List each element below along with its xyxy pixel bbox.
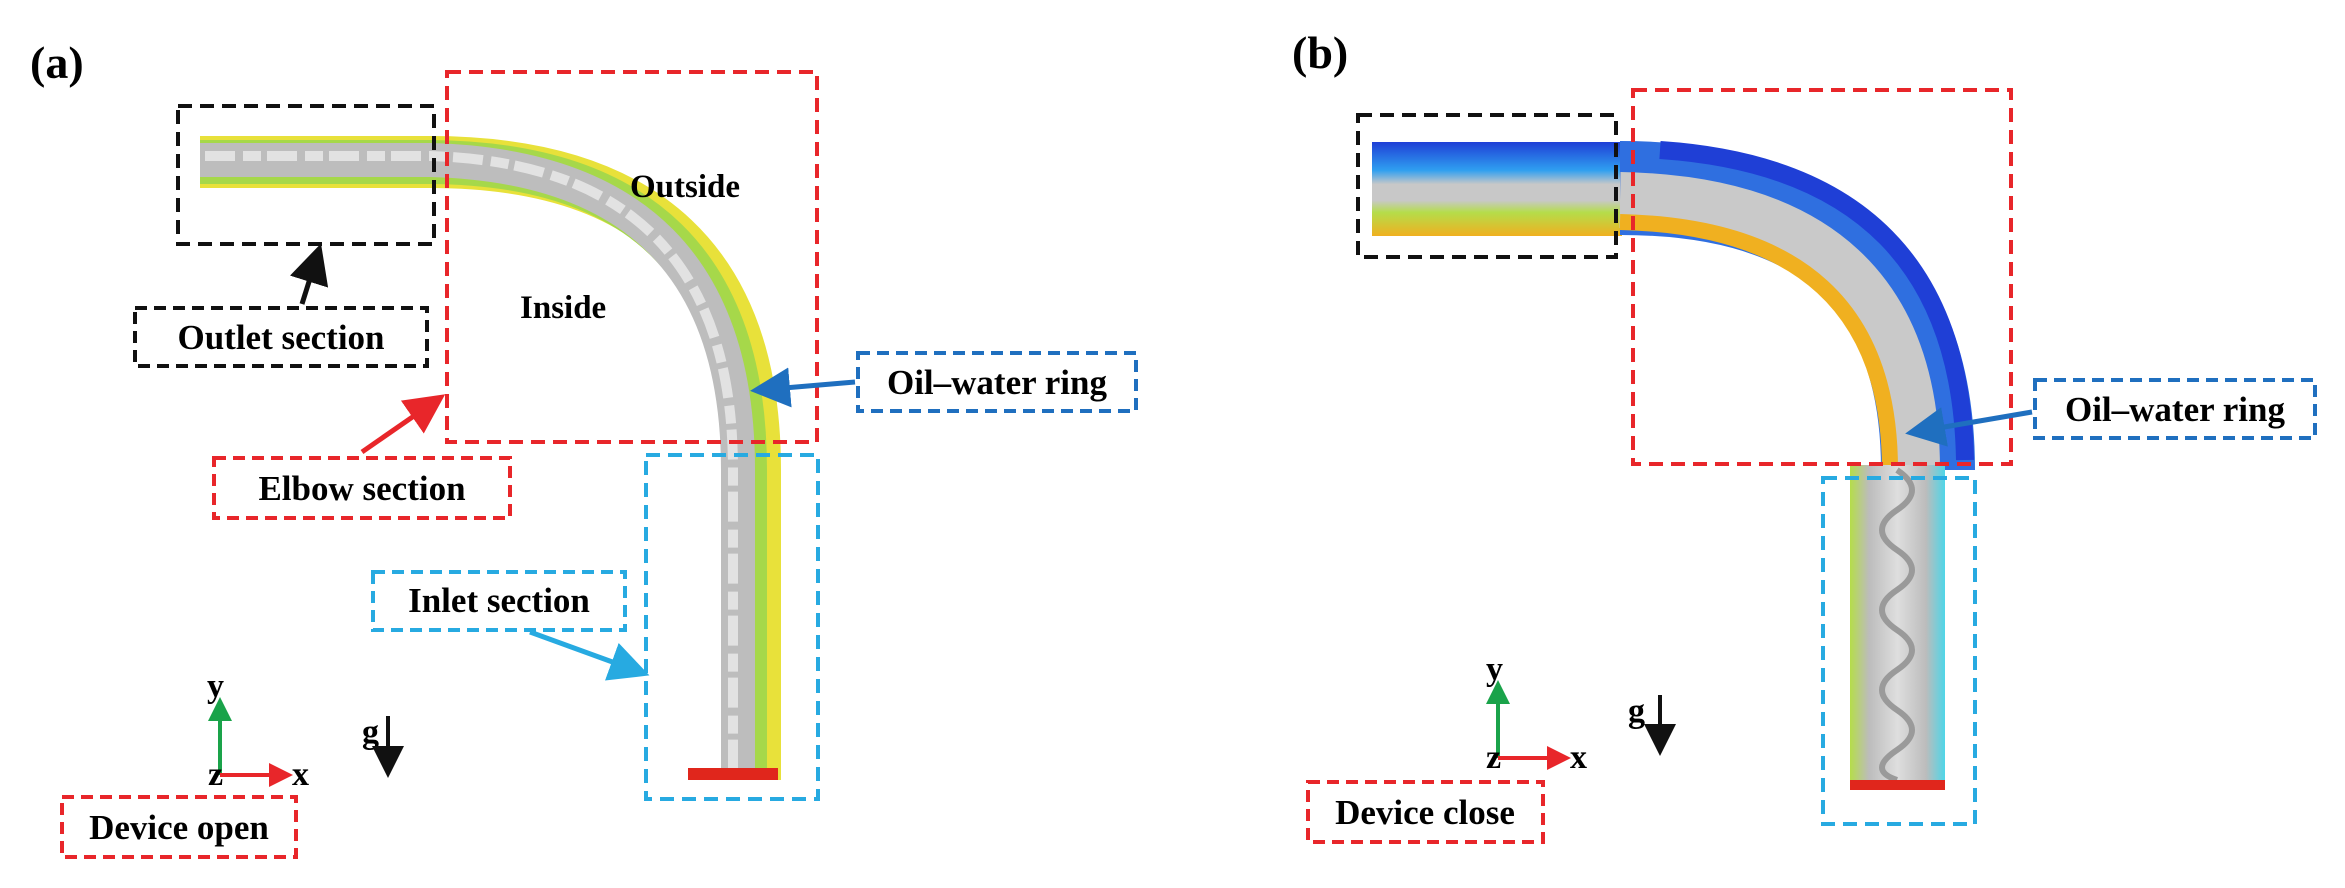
panel-a-inlet-box (644, 453, 820, 801)
panel-a-gravity-label: g (362, 714, 379, 751)
panel-a-x-label: x (292, 756, 309, 793)
panel-b-pipe-elbow-inner (1619, 214, 1898, 471)
panel-b-device-box (1306, 780, 1545, 844)
panel-b-pipe-bottom-heat (1850, 780, 1945, 790)
panel-b-x-label: x (1570, 739, 1587, 776)
panel-a-axes-triad: y z x (207, 668, 309, 793)
panel-b-pipe-elbow-mid (1619, 172, 1940, 471)
panel-a-y-label: y (207, 668, 224, 705)
panel-a-ring-callout-box (856, 351, 1138, 413)
panel-b-label: (b) (1292, 27, 1348, 78)
panel-b-pipe-elbow-blue (1659, 141, 1974, 461)
panel-a-pipe-core-highlight (205, 151, 738, 770)
panel-a-outlet-arrow (289, 243, 329, 305)
panel-b-ring-arrow (1905, 407, 2033, 447)
panel-a-elbow-arrow (360, 394, 446, 455)
panel-b-pipe-outlet (1372, 142, 1622, 236)
panel-b-gravity: g (1628, 693, 1676, 756)
panel-a-ring-arrow (750, 367, 856, 408)
panel-a-outlet-callout-box (133, 306, 429, 368)
panel-a-label: (a) (30, 37, 84, 88)
panel-b-ring-callout-box (2033, 378, 2317, 440)
panel-a-inlet-callout-box (371, 570, 627, 632)
panel-a-outlet-callout: Outlet section (177, 318, 384, 357)
panel-b-ring-callout: Oil–water ring (2065, 390, 2286, 429)
panel-b-outlet-box (1356, 113, 1618, 259)
panel-a-gravity: g (362, 714, 404, 778)
panel-b: (b) Oil–water ring y z x (1292, 27, 2317, 844)
panel-a-elbow-callout: Elbow section (258, 469, 465, 508)
panel-a-device-box (60, 795, 298, 859)
panel-b-pipe (1372, 141, 1975, 790)
panel-a-ring-callout: Oil–water ring (887, 363, 1108, 402)
panel-b-inlet-box (1821, 476, 1977, 826)
panel-a-z-label: z (208, 756, 223, 793)
panel-b-device-label: Device close (1335, 793, 1515, 832)
panel-a-outside-label: Outside (630, 169, 740, 205)
panel-b-pipe-inlet-waves (1879, 467, 1915, 783)
panel-a-elbow-callout-box (212, 456, 512, 520)
panel-a-inlet-callout: Inlet section (408, 581, 590, 620)
panel-a-inlet-arrow (529, 629, 650, 681)
panel-a-inside-label: Inside (520, 290, 606, 326)
panel-a: (a) Outside Inside Outlet section Elbow … (30, 37, 1138, 859)
panel-a-device-label: Device open (89, 808, 269, 847)
panel-b-axes-triad: y z x (1486, 651, 1587, 776)
panel-b-elbow-box (1631, 88, 2013, 466)
panel-b-y-label: y (1486, 651, 1503, 688)
panel-a-pipe-bottom-heat (688, 768, 778, 780)
panel-b-z-label: z (1486, 739, 1501, 776)
panel-a-elbow-box (445, 70, 819, 444)
panel-b-gravity-label: g (1628, 693, 1645, 730)
